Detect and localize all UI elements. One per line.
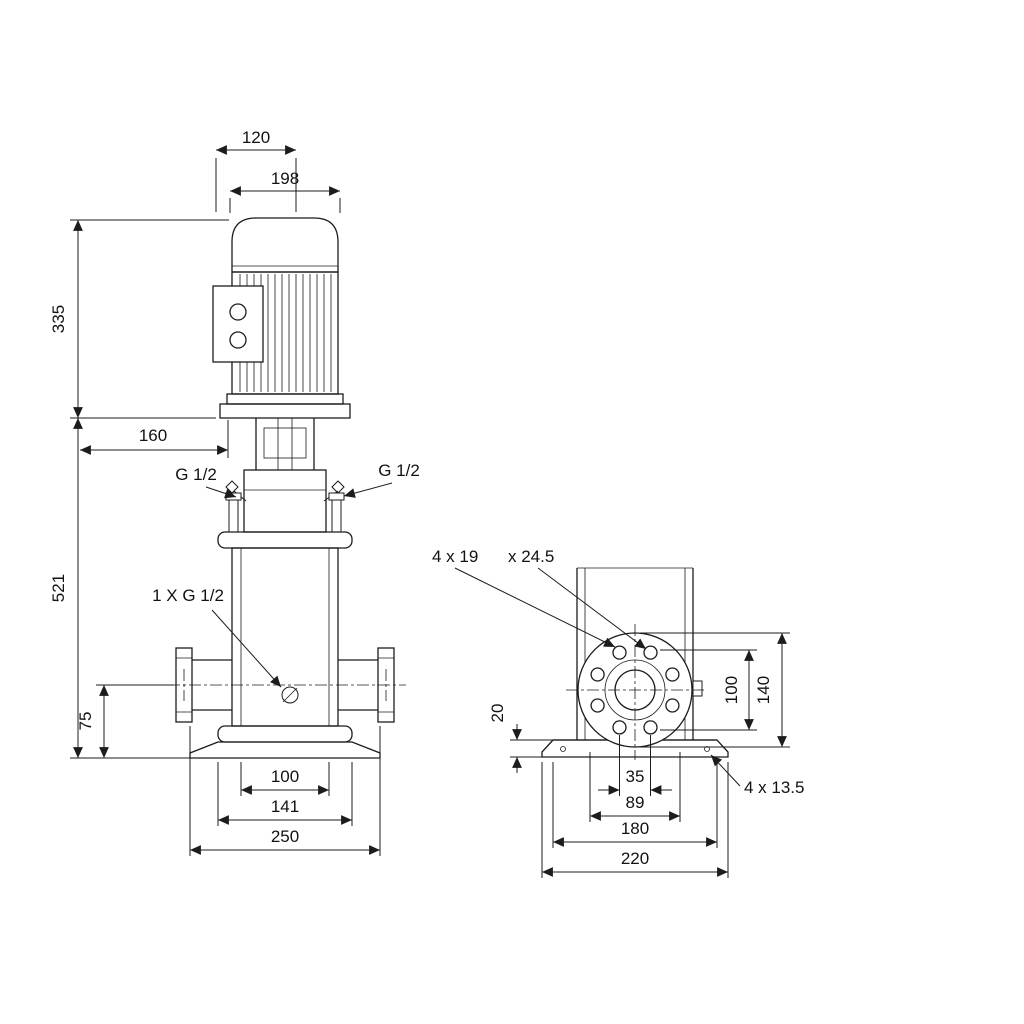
drain-port-label: 1 X G 1/2 [152, 586, 224, 605]
bolt-hole [612, 645, 627, 660]
bolt-hole [590, 667, 605, 682]
bolt-hole [643, 645, 658, 660]
dim-180-label: 180 [621, 819, 649, 838]
dim-35-label: 35 [626, 767, 645, 786]
bolt-hole [665, 667, 680, 682]
chamber-stack [217, 531, 353, 743]
stool-sides [255, 418, 315, 470]
port-left-label: G 1/2 [175, 465, 217, 484]
shaft-lines [277, 418, 293, 470]
leader-drain [211, 609, 282, 688]
dim-250-label: 250 [271, 827, 299, 846]
drain-plug-slot [282, 687, 298, 703]
motor-stool-plate [219, 403, 351, 419]
dim-140-label: 140 [754, 676, 773, 704]
side-dimensions: 4 x 19 x 24.5 20 100 140 35 89 180 220 4… [432, 547, 805, 878]
terminal-box [212, 285, 264, 363]
flange-holes-label: 4 x 19 [432, 547, 478, 566]
port-right-label: G 1/2 [378, 461, 420, 480]
discharge-flange-holes [378, 657, 394, 713]
leader-counterbore [537, 567, 647, 650]
motor [212, 217, 351, 419]
dim-100-side-label: 100 [722, 676, 741, 704]
suction-flange-holes [176, 657, 192, 713]
motor-stool [255, 418, 315, 470]
dim-160-label: 160 [139, 426, 167, 445]
flange-counterbore-label: x 24.5 [508, 547, 554, 566]
front-dimensions: 120 198 335 160 521 75 G 1/2 G 1/2 1 X G… [49, 128, 420, 856]
base-holes-label: 4 x 13.5 [744, 778, 805, 797]
base-hole-left [560, 746, 566, 752]
flange-center-ticks [183, 669, 387, 701]
suction-pipe [192, 659, 232, 711]
extension-lines [70, 158, 381, 856]
dim-100-label: 100 [271, 767, 299, 786]
leader-base-holes [710, 754, 741, 787]
cable-entry-top [229, 303, 247, 321]
side-view: 4 x 19 x 24.5 20 100 140 35 89 180 220 4… [432, 547, 805, 878]
dim-20-label: 20 [488, 704, 507, 723]
bolt-hole [643, 720, 658, 735]
gauge-tap [692, 680, 703, 697]
extension-lines-side [510, 632, 790, 878]
front-view: 120 198 335 160 521 75 G 1/2 G 1/2 1 X G… [49, 128, 420, 856]
front-centerlines [168, 669, 406, 701]
dim-89-label: 89 [626, 793, 645, 812]
leader-port-right [343, 482, 393, 498]
dim-220-label: 220 [621, 849, 649, 868]
sleeve-inner-lines [240, 548, 330, 726]
bolt-hole [590, 698, 605, 713]
cable-entry-bottom [229, 331, 247, 349]
dim-521-label: 521 [49, 574, 68, 602]
staybolt-right [331, 499, 342, 533]
dim-120-label: 120 [242, 128, 270, 147]
leader-flange-holes [454, 567, 616, 648]
dim-141-label: 141 [271, 797, 299, 816]
dim-198-label: 198 [271, 169, 299, 188]
leader-port-left [205, 486, 237, 499]
discharge-pipe [338, 659, 378, 711]
drain-plug [281, 686, 299, 704]
staybolt-left [228, 499, 239, 533]
dim-335-label: 335 [49, 305, 68, 333]
staybolt-nut-right [328, 492, 345, 501]
fan-cover [231, 217, 339, 273]
coupling-window [263, 427, 307, 459]
bolt-hole [665, 698, 680, 713]
flange-bolt-holes [590, 645, 680, 735]
vent-plug-right [331, 480, 345, 494]
dim-75-label: 75 [76, 712, 95, 731]
bolt-hole [612, 720, 627, 735]
